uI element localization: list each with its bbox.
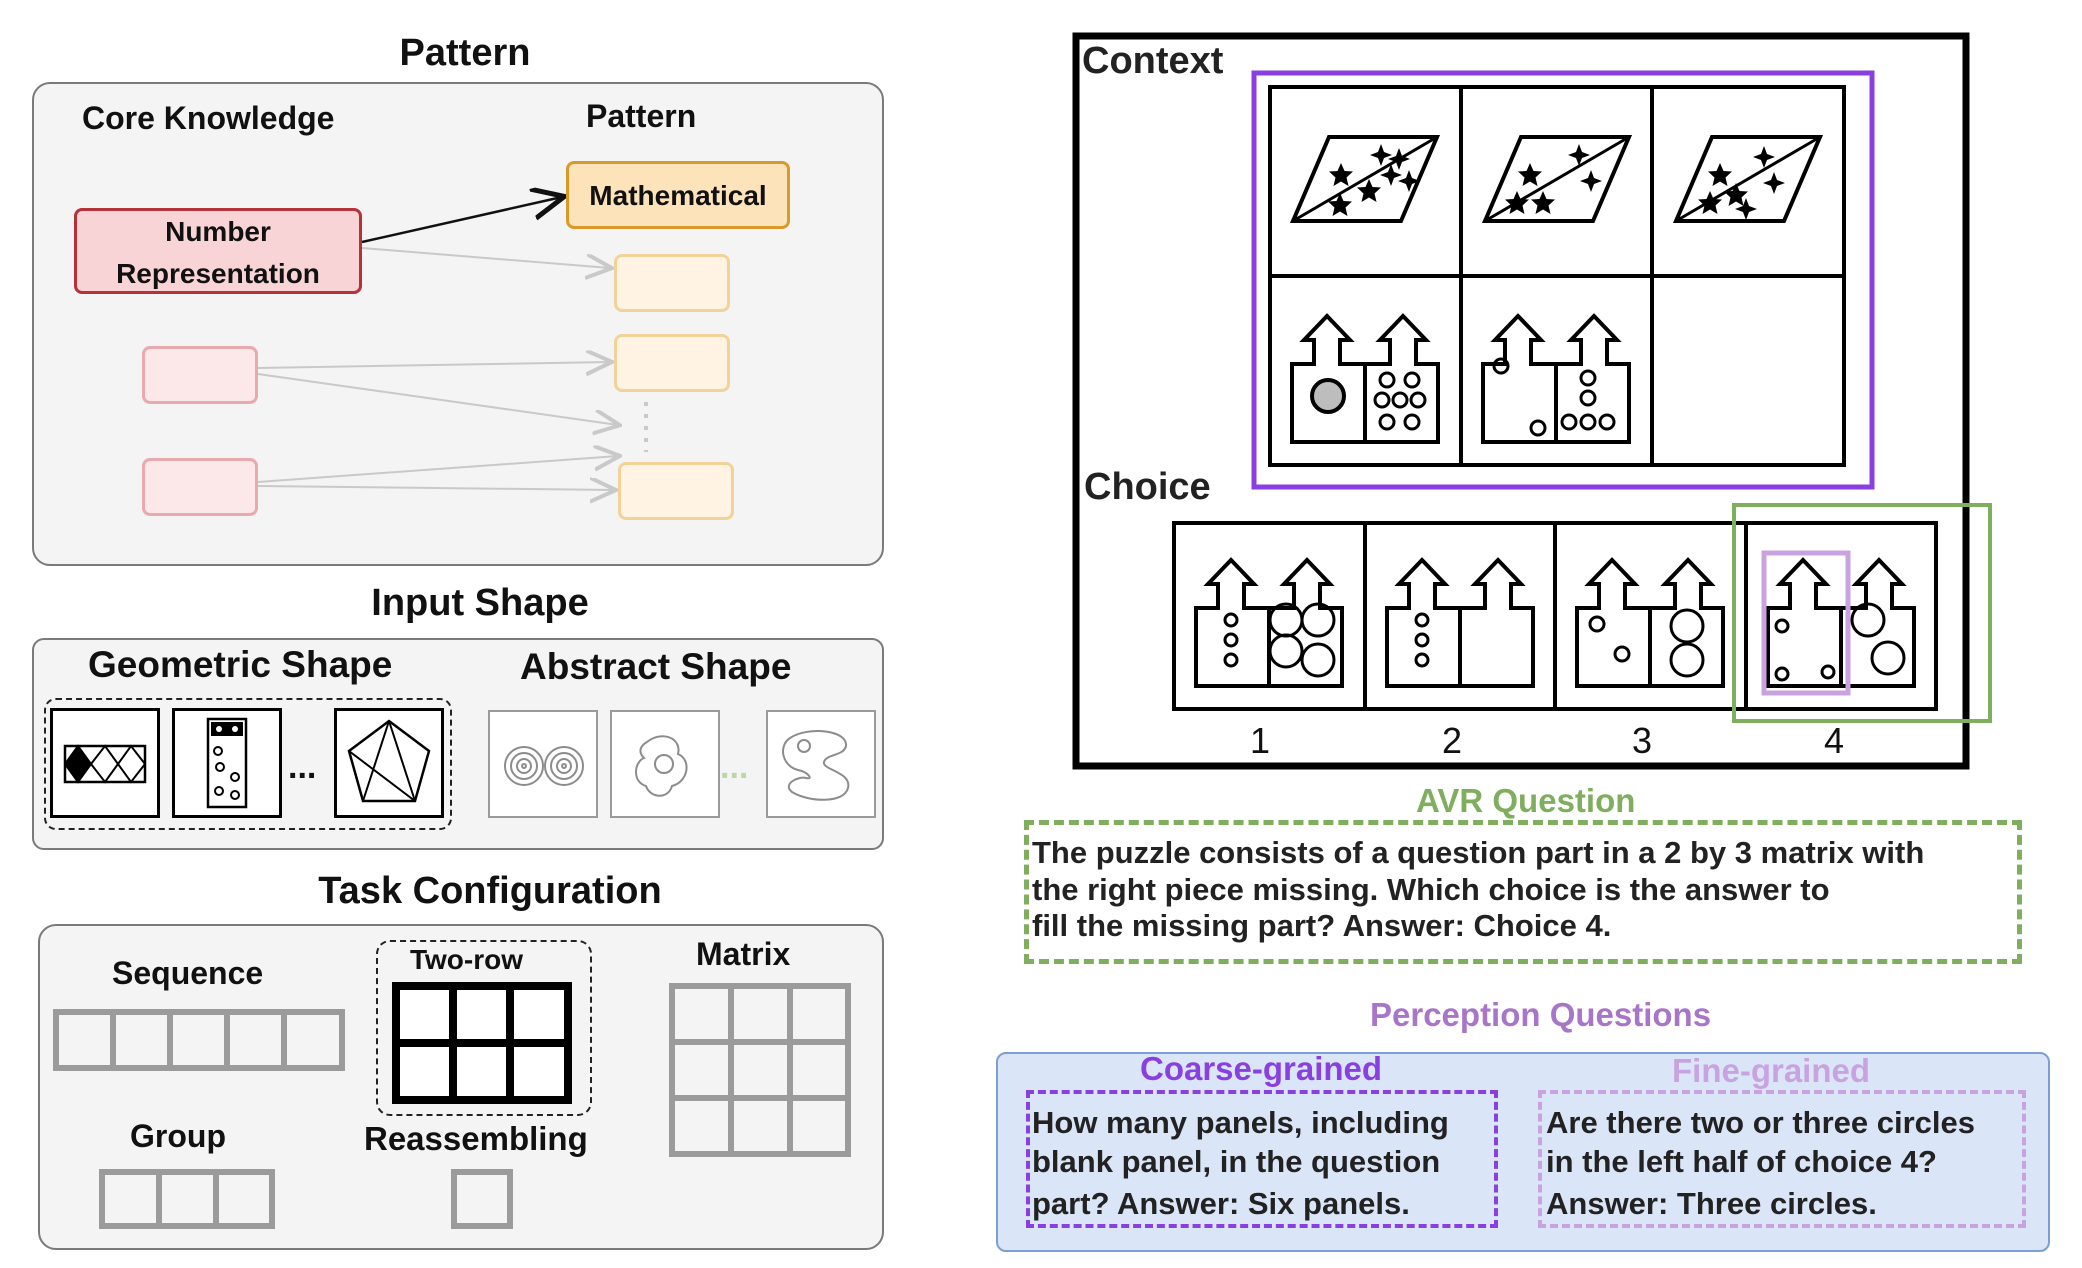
pentagon-thumbnail [334, 708, 444, 818]
diamond-strip-icon [63, 744, 147, 784]
context-highlight [1251, 70, 1875, 490]
coarse-question-line1: How many panels, including [1032, 1105, 1449, 1140]
core-knowledge-label: Core Knowledge [82, 100, 335, 136]
puzzle-outer-frame [1072, 32, 1970, 770]
choice-4 [1766, 558, 1916, 688]
fine-grained-title: Fine-grained [1672, 1052, 1871, 1089]
pattern-column-label: Pattern [586, 98, 697, 134]
context-cell-3 [1672, 135, 1824, 223]
choice-3 [1575, 558, 1725, 688]
avr-question-line1: The puzzle consists of a question part i… [1032, 835, 1925, 870]
avr-question-frame [1024, 820, 2022, 964]
choice-number-1: 1 [1249, 720, 1271, 761]
fine-grained-highlight [1761, 550, 1851, 696]
diamond-strip-thumbnail [50, 708, 160, 818]
coarse-question-line3: part? Answer: Six panels. [1032, 1186, 1410, 1221]
spiral-icon [504, 746, 584, 786]
context-label: Context [1082, 40, 1224, 82]
geometric-shape-label: Geometric Shape [88, 644, 393, 685]
context-cell-5 [1481, 314, 1631, 444]
perception-panel [996, 1052, 2050, 1252]
blob-thumbnail [610, 710, 720, 818]
two-row-grid [392, 982, 572, 1104]
pattern-box-label: Mathematical [589, 180, 767, 211]
coarse-question-line2: blank panel, in the question [1032, 1144, 1441, 1179]
squiggle-thumbnail [766, 710, 876, 818]
abstract-shape-label: Abstract Shape [520, 646, 792, 687]
geometric-group-frame [44, 698, 452, 830]
group-label: Group [130, 1118, 226, 1154]
choice-row [1172, 521, 1938, 711]
coarse-grained-title: Coarse-grained [1140, 1050, 1383, 1087]
fine-question-line3: Answer: Three circles. [1546, 1186, 1877, 1221]
squiggle-icon [782, 730, 850, 801]
pattern-box-mathematical [566, 161, 790, 229]
coarse-grained-frame [1026, 1090, 1498, 1228]
choice-number-4: 4 [1823, 720, 1845, 761]
matrix-grid [669, 983, 851, 1157]
domino-thumbnail [172, 708, 282, 818]
pentagon-icon [347, 719, 431, 803]
perception-questions-title: Perception Questions [1370, 996, 1712, 1033]
context-matrix [1268, 85, 1846, 467]
sequence-label: Sequence [112, 955, 264, 991]
knowledge-box-line1: Number [165, 216, 271, 247]
fine-question-line2: in the left half of choice 4? [1546, 1144, 1937, 1179]
knowledge-box-placeholder-1 [142, 346, 258, 404]
input-shape-section-title: Input Shape [371, 582, 589, 624]
context-cell-4 [1290, 314, 1440, 444]
knowledge-box-placeholder-2 [142, 458, 258, 516]
abstract-ellipsis: ... [720, 748, 749, 786]
avr-question-line3: fill the missing part? Answer: Choice 4. [1032, 908, 1612, 943]
context-cell-1 [1289, 135, 1441, 223]
blob-icon [635, 735, 688, 797]
choice-2 [1385, 558, 1535, 688]
answer-highlight [1732, 503, 1992, 723]
context-cell-2 [1481, 135, 1633, 223]
reassembling-grid [451, 1169, 513, 1229]
choice-label: Choice [1084, 466, 1211, 508]
pattern-box-placeholder-1 [614, 254, 730, 312]
fine-grained-frame [1538, 1090, 2026, 1228]
two-row-frame [376, 940, 592, 1116]
knowledge-box-number-representation [74, 208, 362, 294]
geometric-ellipsis: ... [288, 748, 317, 786]
reassembling-label: Reassembling [364, 1120, 588, 1157]
domino-icon [206, 717, 248, 809]
choice-1 [1194, 558, 1344, 688]
spiral-thumbnail [488, 710, 598, 818]
task-configuration-section-title: Task Configuration [318, 870, 662, 912]
two-row-label: Two-row [410, 944, 524, 975]
knowledge-box-line2: Representation [116, 258, 320, 289]
sequence-grid [53, 1009, 345, 1071]
pattern-box-placeholder-2 [614, 334, 730, 392]
pattern-section-title: Pattern [399, 32, 531, 74]
fine-question-line1: Are there two or three circles [1546, 1105, 1975, 1140]
group-grid [99, 1169, 275, 1229]
choice-number-2: 2 [1441, 720, 1463, 761]
pattern-box-placeholder-3 [618, 462, 734, 520]
matrix-label: Matrix [696, 936, 791, 972]
choice-number-3: 3 [1631, 720, 1653, 761]
avr-question-line2: the right piece missing. Which choice is… [1032, 872, 1830, 907]
avr-question-title: AVR Question [1416, 782, 1636, 819]
